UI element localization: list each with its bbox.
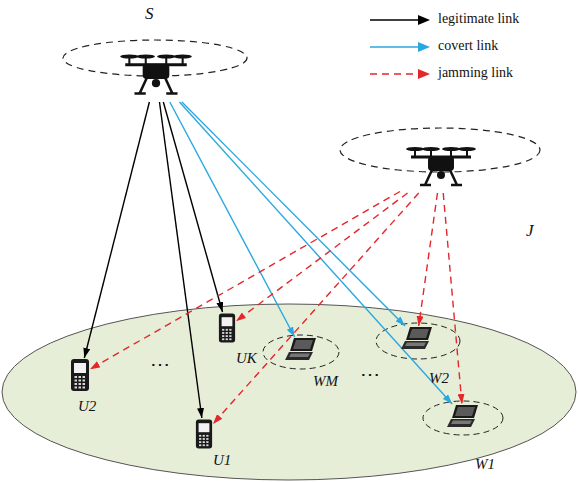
node-label: W2 — [429, 370, 449, 387]
legend-text: covert link — [438, 38, 498, 54]
phone-body — [71, 359, 89, 391]
uav-icon — [115, 50, 197, 102]
phone-icon — [195, 418, 213, 450]
warden-zone — [263, 335, 339, 369]
uav-node: S — [115, 50, 197, 102]
ellipsis-mark: ⋯ — [150, 352, 170, 376]
laptop-icon — [285, 337, 317, 361]
user-node: UK — [218, 312, 236, 344]
node-label: W1 — [475, 456, 495, 473]
node-label: WM — [313, 373, 338, 390]
warden-node: W2 — [401, 326, 433, 350]
ellipsis-mark: ⋯ — [360, 362, 380, 386]
phone-body — [219, 314, 235, 343]
legend-sample — [368, 37, 430, 57]
ground-area — [2, 304, 576, 480]
covert-link — [179, 102, 452, 404]
laptop-body — [401, 327, 432, 349]
jamming-link — [419, 193, 438, 326]
user-node: U1 — [195, 418, 213, 450]
warden-zone — [423, 401, 503, 435]
jamming-link — [236, 193, 408, 321]
phone-icon — [218, 312, 236, 344]
hover-orbit — [340, 128, 540, 172]
node-label: J — [526, 221, 534, 241]
uav-node: J — [400, 143, 482, 193]
legitimate-link — [163, 102, 222, 312]
covert-link — [182, 102, 405, 326]
warden-node: WM — [285, 337, 317, 361]
legend-text: legitimate link — [438, 11, 519, 27]
phone-body — [196, 420, 212, 449]
laptop-icon — [447, 404, 479, 428]
laptop-body — [447, 405, 478, 427]
uav-body — [406, 147, 476, 185]
uav-body — [120, 54, 192, 93]
laptop-icon — [401, 326, 433, 350]
user-node: U2 — [70, 358, 90, 392]
laptop-body — [285, 338, 316, 360]
legend-text: jamming link — [438, 65, 513, 81]
node-label: U2 — [78, 398, 96, 415]
jamming-link — [90, 192, 400, 370]
jamming-link — [213, 193, 419, 424]
legend-sample — [368, 10, 430, 30]
node-label: UK — [236, 350, 257, 367]
phone-icon — [70, 358, 90, 392]
legend-sample — [368, 64, 430, 84]
covert-link — [170, 102, 295, 337]
node-label: S — [145, 4, 154, 24]
uav-icon — [400, 143, 482, 193]
legitimate-link — [84, 102, 149, 358]
warden-node: W1 — [447, 404, 479, 428]
node-label: U1 — [213, 452, 231, 469]
warden-zone — [376, 323, 460, 359]
